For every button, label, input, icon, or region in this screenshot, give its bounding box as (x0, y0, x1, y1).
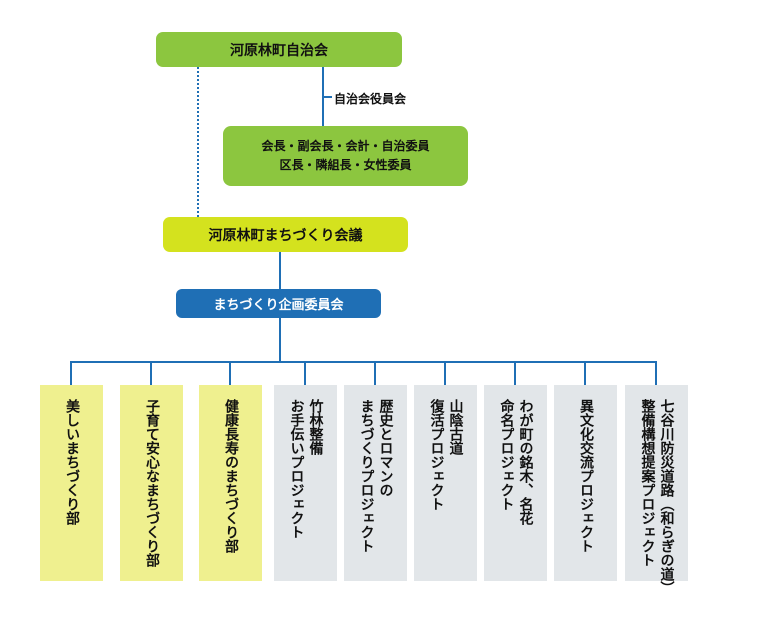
officers-members-node: 会長・副会長・会計・自治委員 区長・隣組長・女性委員 (223, 126, 468, 186)
drop-line (304, 361, 306, 385)
project-label: 七谷川防災道路（和らぎの道） 整備構想提案プロジェクト (639, 399, 675, 595)
jichikai-node: 河原林町自治会 (156, 32, 402, 67)
drop-line (444, 361, 446, 385)
department-label: 子育て安心なまちづくり部 (144, 399, 160, 567)
project-label: 山陰古道 復活プロジェクト (428, 399, 464, 511)
drop-line (514, 361, 516, 385)
jichikai-node-label: 河原林町自治会 (230, 42, 328, 59)
department-box: 子育て安心なまちづくり部 (120, 385, 183, 581)
project-box: わが町の銘木、名花 命名プロジェクト (484, 385, 547, 581)
officers-council-label: 自治会役員会 (334, 92, 407, 106)
officers-members-line: 会長・副会長・会計・自治委員 (261, 139, 430, 153)
department-box: 健康長寿のまちづくり部 (199, 385, 262, 581)
officers-members-line: 区長・隣組長・女性委員 (279, 158, 412, 172)
drop-line (584, 361, 586, 385)
project-box: 竹林整備 お手伝いプロジェクト (274, 385, 337, 581)
project-box: 山陰古道 復活プロジェクト (414, 385, 477, 581)
connector-council-to-planning (279, 252, 281, 289)
drop-line (150, 361, 152, 385)
dotted-connector-top-to-council (197, 67, 199, 217)
project-label: 歴史とロマンの まちづくりプロジェクト (358, 399, 394, 553)
drop-line (655, 361, 657, 385)
project-box: 異文化交流プロジェクト (554, 385, 617, 581)
machizukuri-council-node: 河原林町まちづくり会議 (163, 217, 408, 252)
project-box: 七谷川防災道路（和らぎの道） 整備構想提案プロジェクト (625, 385, 688, 595)
department-box: 美しいまちづくり部 (40, 385, 103, 581)
drop-line (70, 361, 72, 385)
department-label: 健康長寿のまちづくり部 (223, 399, 239, 553)
project-box: 歴史とロマンの まちづくりプロジェクト (344, 385, 407, 581)
project-label: 異文化交流プロジェクト (578, 399, 594, 553)
connector-planning-to-bus (279, 318, 281, 361)
planning-committee-node: まちづくり企画委員会 (176, 289, 381, 318)
connector-officers-label-tick (322, 96, 332, 98)
department-label: 美しいまちづくり部 (64, 399, 80, 525)
horizontal-bus-line (70, 361, 657, 363)
project-label: 竹林整備 お手伝いプロジェクト (288, 399, 324, 539)
drop-line (229, 361, 231, 385)
planning-committee-label: まちづくり企画委員会 (213, 298, 344, 313)
drop-line (374, 361, 376, 385)
machizukuri-council-label: 河原林町まちづくり会議 (208, 227, 363, 244)
project-label: わが町の銘木、名花 命名プロジェクト (498, 399, 534, 525)
